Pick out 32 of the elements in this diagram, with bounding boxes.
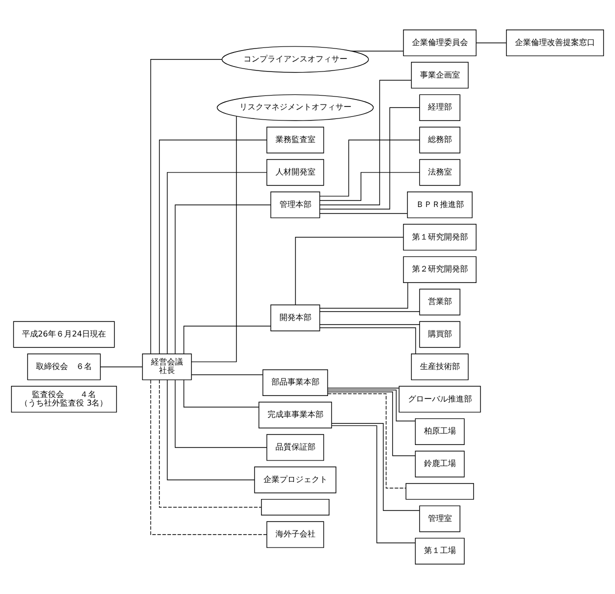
connector <box>476 42 507 44</box>
connector <box>320 327 416 354</box>
connector <box>327 393 406 489</box>
node-box <box>406 483 474 500</box>
connector <box>327 390 416 422</box>
connector <box>327 392 416 456</box>
node-box <box>261 498 330 516</box>
connector <box>183 326 271 354</box>
connector <box>150 380 268 535</box>
connector <box>351 50 404 52</box>
connector <box>319 324 420 325</box>
connector <box>319 311 420 312</box>
connector <box>331 425 416 544</box>
connector <box>319 107 420 210</box>
connector <box>319 213 408 214</box>
connector <box>100 366 143 368</box>
connector <box>166 379 255 480</box>
connector <box>191 374 264 376</box>
connector <box>191 116 237 362</box>
connector <box>319 140 420 197</box>
connector <box>150 59 222 354</box>
connector <box>159 140 268 354</box>
connector <box>320 80 412 206</box>
connector <box>159 380 262 508</box>
connector <box>174 204 272 354</box>
connector <box>320 282 408 309</box>
connector <box>166 172 267 354</box>
connector <box>183 379 260 408</box>
connector <box>174 380 268 448</box>
connector <box>331 423 420 511</box>
connector <box>295 236 404 305</box>
connector <box>320 172 420 201</box>
